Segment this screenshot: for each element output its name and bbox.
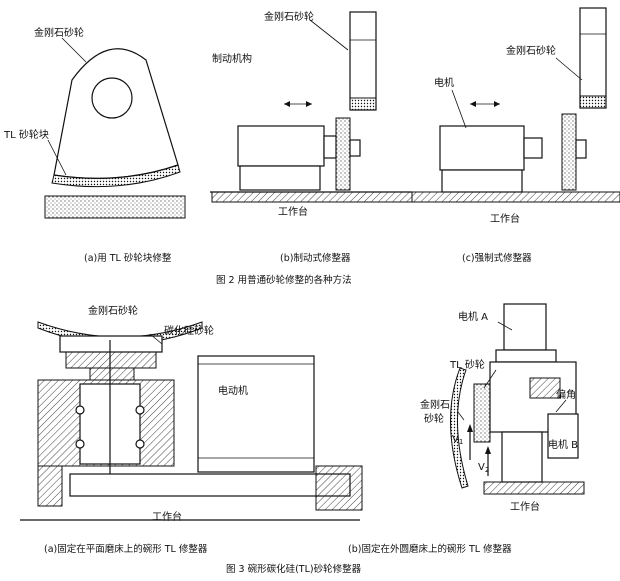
fig3-title: 图 3 碗形碳化硅(TL)砂轮修整器: [226, 563, 362, 575]
fig2c-drawing: [411, 7, 620, 203]
fig3b-label-table: 工作台: [510, 500, 540, 513]
fig2-title: 图 2 用普通砂轮修整的各种方法: [216, 274, 352, 286]
diamond-wheel-vertical: [579, 7, 607, 109]
tl-wheel: [335, 117, 351, 191]
fig3a-label-diamond: 金刚石砂轮: [88, 304, 138, 317]
brake-body: [237, 125, 325, 167]
diamond-wheel-arc: [450, 367, 469, 489]
fig3a-caption: (a)固定在平面磨床上的碗形 TL 修整器: [44, 543, 208, 555]
fig2b-drawing: [210, 11, 413, 203]
electric-motor: [197, 355, 315, 473]
fig3b-label-motor-b: 电机 B: [548, 438, 578, 451]
fig3a-label-sic: 碳化硅砂轮: [164, 324, 214, 337]
fig2a-drawing: [44, 37, 186, 219]
tl-wheel: [561, 113, 577, 191]
fig3b-label-tl: TL 砂轮: [449, 358, 485, 371]
fig2c-caption: (c)强制式修整器: [462, 252, 532, 264]
fig2b-label-table: 工作台: [278, 205, 308, 218]
motor-body: [439, 125, 525, 171]
fig3b-caption: (b)固定在外圆磨床上的碗形 TL 修整器: [348, 543, 512, 555]
diamond-wheel-circle: [91, 77, 133, 119]
fig3b-label-v2: V2: [478, 462, 489, 474]
fig2c-label-motor: 电机: [434, 76, 454, 89]
fig3a-drawing: [20, 321, 363, 521]
fig2b-label-diamond: 金刚石砂轮: [264, 10, 314, 23]
fig2c-label-table: 工作台: [490, 212, 520, 225]
fig3b-label-diamond-1: 金刚石: [420, 398, 450, 411]
table-hatch: [211, 191, 413, 203]
fig3a-label-motor: 电动机: [218, 384, 248, 397]
fig2a-base: [44, 195, 186, 219]
fig3b-label-diamond-2: 砂轮: [424, 412, 444, 425]
leader-line: [309, 19, 349, 51]
leader-line: [47, 139, 67, 176]
fig2a-label-diamond: 金刚石砂轮: [34, 26, 84, 39]
fig3b-label-angle: 偏角: [556, 388, 576, 401]
motor-a: [503, 303, 547, 351]
bowl-wheel: [59, 335, 163, 353]
brake-base: [239, 165, 321, 191]
fig2c-label-diamond: 金刚石砂轮: [506, 44, 556, 57]
diamond-layer: [349, 97, 377, 111]
fig2a-caption: (a)用 TL 砂轮块修整: [84, 252, 172, 264]
tl-bowl-wheel: [473, 383, 491, 443]
fig2b-caption: (b)制动式修整器: [280, 252, 351, 264]
leader-line: [61, 37, 87, 63]
fig3b-drawing: [450, 303, 585, 495]
tl-abrasive-layer: [51, 164, 181, 188]
fig3a-label-table: 工作台: [152, 510, 182, 523]
fig3b-label-v1: V1: [452, 434, 463, 446]
fig2b-label-brake: 制动机构: [212, 52, 252, 65]
belt-plate: [69, 473, 351, 497]
diamond-wheel-vertical: [349, 11, 377, 111]
fig3b-label-motor-a: 电机 A: [458, 310, 488, 323]
motor-b: [547, 413, 579, 459]
fig2a-label-tl: TL 砂轮块: [3, 128, 49, 141]
